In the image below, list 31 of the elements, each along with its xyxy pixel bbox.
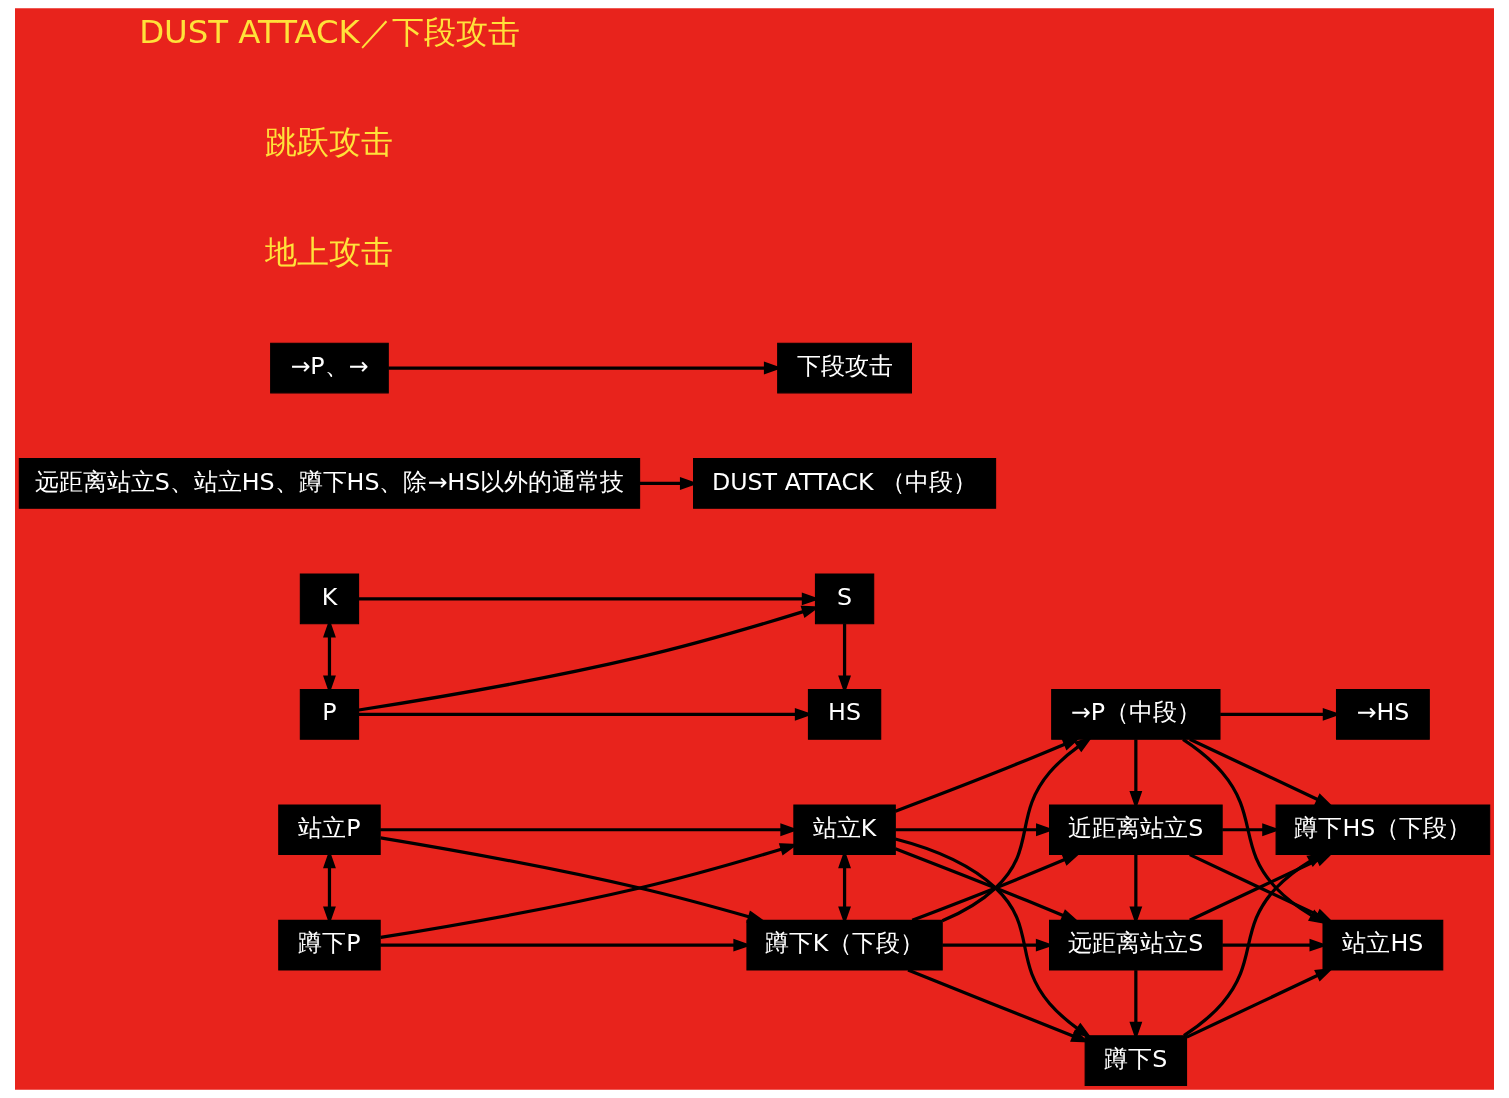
arrow: [911, 852, 1081, 922]
label: 跳跃攻击: [265, 122, 394, 161]
arrow: [380, 836, 766, 923]
node-box: →P、→: [270, 342, 389, 394]
node-box: K: [299, 573, 360, 625]
node-box: 蹲下S: [1084, 1035, 1188, 1086]
node-box: 站立K: [793, 804, 896, 856]
arrow: [1186, 967, 1334, 1039]
arrow: [907, 968, 1090, 1043]
node-box: 蹲下P: [278, 919, 381, 971]
node-box: →P（中段）: [1051, 688, 1221, 740]
node-box: 近距离站立S: [1049, 804, 1223, 856]
node-box: 下段攻击: [777, 342, 912, 394]
arrow: [894, 837, 1092, 1039]
label: DUST ATTACK／下段攻击: [139, 12, 520, 51]
node-box: 站立HS: [1322, 919, 1444, 971]
node-box: DUST ATTACK （中段）: [693, 458, 997, 509]
arrow: [941, 736, 1093, 923]
node-box: S: [814, 573, 875, 625]
node-box: P: [299, 688, 360, 740]
node-box: 远距离站立S: [1049, 919, 1223, 971]
arrow: [894, 737, 1081, 813]
arrow: [1189, 737, 1334, 807]
node-box: →HS: [1335, 688, 1430, 740]
node-box: 远距离站立S、站立HS、蹲下HS、除→HS以外的通常技: [18, 458, 641, 509]
node-box: 蹲下K（下段）: [746, 919, 943, 971]
node-box: 站立P: [278, 804, 381, 856]
label: 地上攻击: [265, 232, 394, 271]
node-box: 蹲下HS（下段）: [1275, 804, 1491, 856]
arrow: [894, 847, 1080, 923]
node-box: HS: [807, 688, 882, 740]
